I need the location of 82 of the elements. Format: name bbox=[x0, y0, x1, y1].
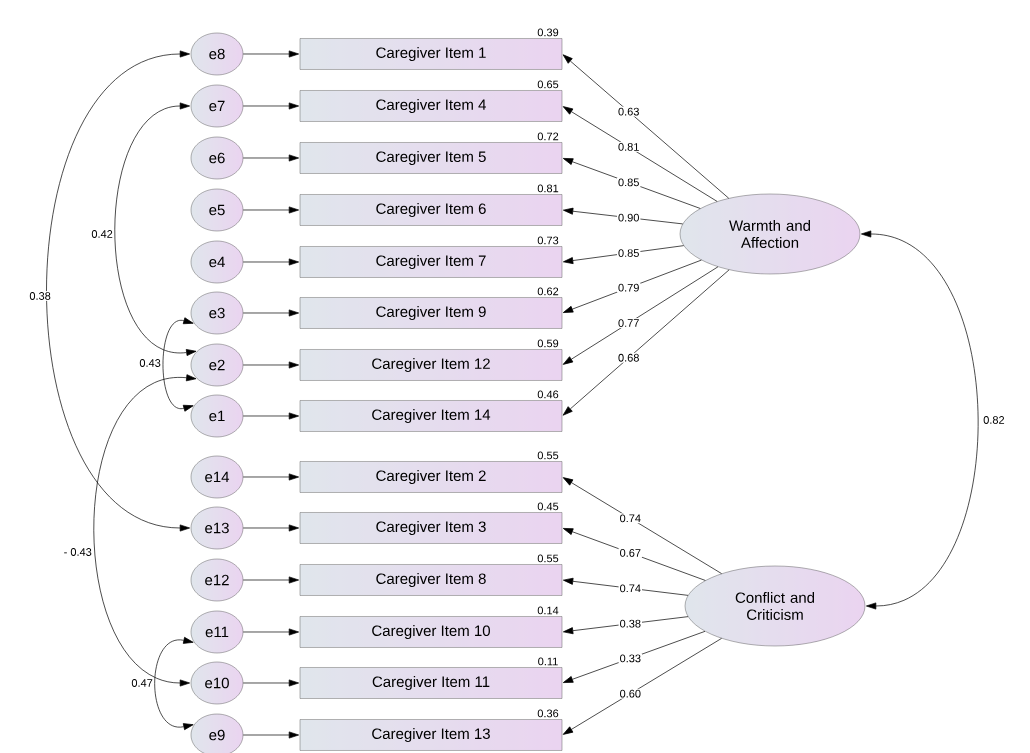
arrow bbox=[563, 207, 684, 225]
edge-label: 0.77 bbox=[617, 318, 641, 328]
value-label: 0.55 bbox=[537, 554, 559, 563]
arrow bbox=[242, 206, 299, 214]
value-label: 0.65 bbox=[537, 80, 559, 89]
double-headed-arrow bbox=[46, 50, 190, 532]
arrow bbox=[242, 412, 299, 420]
edge-label: 0.82 bbox=[982, 415, 1006, 425]
double-headed-arrow bbox=[861, 230, 979, 610]
edge-label: - 0.43 bbox=[62, 547, 93, 557]
arrow bbox=[242, 473, 299, 481]
item-box: Caregiver Item 3 bbox=[299, 512, 563, 544]
edge-label: 0.43 bbox=[138, 358, 162, 368]
edge-label: 0.74 bbox=[618, 513, 642, 524]
edge-label: 0.38 bbox=[618, 618, 642, 629]
double-headed-arrow bbox=[93, 374, 197, 687]
value-label: 0.55 bbox=[537, 451, 559, 460]
arrow bbox=[563, 577, 689, 596]
arrow bbox=[562, 158, 701, 209]
edge-label: 0.67 bbox=[618, 548, 642, 558]
item-box: Caregiver Item 7 bbox=[299, 246, 563, 278]
arrow bbox=[242, 50, 299, 58]
value-label: 0.36 bbox=[537, 709, 559, 718]
edge-label: 0.60 bbox=[618, 688, 642, 699]
arrow bbox=[562, 106, 718, 202]
value-label: 0.81 bbox=[537, 184, 559, 193]
arrow bbox=[562, 477, 722, 574]
double-headed-arrow bbox=[162, 317, 194, 412]
item-box: Caregiver Item 10 bbox=[299, 616, 563, 648]
item-box: Caregiver Item 1 bbox=[299, 38, 563, 70]
value-label: 0.11 bbox=[538, 657, 558, 666]
arrow bbox=[562, 528, 706, 581]
value-label: 0.73 bbox=[537, 236, 559, 245]
arrow bbox=[242, 154, 299, 162]
arrow bbox=[242, 258, 299, 266]
arrow bbox=[562, 638, 722, 735]
arrow bbox=[562, 259, 702, 313]
edge-label: 0.47 bbox=[130, 678, 154, 688]
value-label: 0.72 bbox=[537, 132, 559, 141]
value-label: 0.14 bbox=[537, 606, 559, 615]
item-box: Caregiver Item 14 bbox=[299, 400, 563, 432]
edge-label: 0.90 bbox=[617, 212, 641, 223]
item-box: Caregiver Item 6 bbox=[299, 194, 563, 226]
arrow bbox=[242, 576, 299, 584]
edge-label: 0.33 bbox=[618, 653, 642, 664]
arrow bbox=[562, 269, 730, 416]
edge-label: 0.85 bbox=[617, 177, 641, 188]
edge-label: 0.79 bbox=[617, 282, 641, 293]
arrow bbox=[562, 54, 730, 199]
edge-label: 0.68 bbox=[617, 352, 641, 363]
edge-label: 0.81 bbox=[617, 142, 641, 152]
edge-label: 0.85 bbox=[617, 248, 641, 258]
item-box: Caregiver Item 9 bbox=[299, 297, 563, 329]
arrow bbox=[563, 616, 689, 635]
edge-label: 0.42 bbox=[90, 229, 114, 239]
value-label: 0.45 bbox=[537, 502, 559, 511]
edge-label: 0.74 bbox=[618, 583, 642, 594]
edge-label: 0.38 bbox=[28, 291, 52, 301]
item-box: Caregiver Item 12 bbox=[299, 349, 563, 381]
arrow bbox=[242, 628, 299, 636]
value-label: 0.62 bbox=[537, 287, 559, 296]
arrow bbox=[562, 631, 706, 683]
arrow bbox=[242, 309, 299, 317]
value-label: 0.59 bbox=[537, 339, 559, 348]
arrow bbox=[242, 361, 299, 369]
arrow bbox=[242, 731, 299, 739]
item-box: Caregiver Item 5 bbox=[299, 142, 563, 174]
edge-label: 0.63 bbox=[617, 106, 641, 117]
arrow bbox=[562, 266, 719, 365]
value-label: 0.39 bbox=[537, 28, 559, 37]
item-box: Caregiver Item 13 bbox=[299, 719, 563, 751]
item-box: Caregiver Item 4 bbox=[299, 90, 563, 122]
item-box: Caregiver Item 2 bbox=[299, 461, 563, 493]
item-box: Caregiver Item 8 bbox=[299, 564, 563, 596]
item-box: Caregiver Item 11 bbox=[299, 667, 563, 699]
double-headed-arrow bbox=[154, 636, 194, 731]
arrow bbox=[242, 524, 299, 532]
arrow bbox=[242, 102, 299, 110]
value-label: 0.46 bbox=[537, 390, 559, 399]
arrow bbox=[563, 245, 684, 264]
arrow bbox=[242, 679, 299, 687]
double-headed-arrow bbox=[114, 102, 197, 356]
